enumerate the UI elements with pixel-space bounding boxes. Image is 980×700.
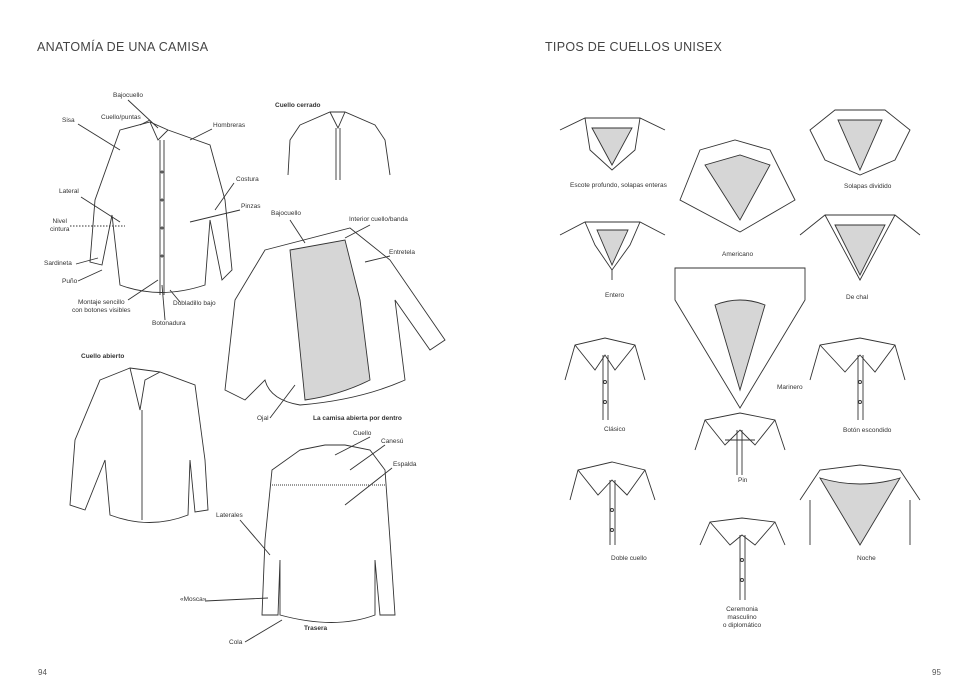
label-clasico: Clásico bbox=[604, 426, 626, 433]
label-canesu: Canesú bbox=[381, 438, 404, 445]
label-pinzas: Pinzas bbox=[241, 203, 261, 210]
collar-illustrations bbox=[559, 109, 921, 600]
label-doble: Doble cuello bbox=[611, 555, 647, 562]
label-marinero: Marinero bbox=[777, 384, 803, 391]
shirt-illustrations bbox=[69, 99, 446, 643]
label-hombreras: Hombreras bbox=[213, 122, 246, 129]
label-costura: Costura bbox=[236, 176, 259, 183]
label-entero: Entero bbox=[605, 292, 625, 299]
label-bajocuello-open: Bajocuello bbox=[271, 210, 301, 217]
label-chal: De chal bbox=[846, 294, 869, 301]
left-page: ANATOMÍA DE UNA CAMISA Bajocuello Sisa C… bbox=[37, 40, 446, 677]
label-americano: Americano bbox=[722, 251, 754, 258]
label-espalda: Espalda bbox=[393, 461, 417, 468]
caption-open-shirt: La camisa abierta por dentro bbox=[313, 415, 402, 422]
label-ojal: Ojal bbox=[257, 415, 269, 422]
label-entretela: Entretela bbox=[389, 249, 416, 256]
label-mosca: «Mosca» bbox=[180, 596, 207, 603]
label-botonadura: Botonadura bbox=[152, 320, 186, 327]
label-cuello: Cuello bbox=[353, 430, 372, 437]
label-bajocuello: Bajocuello bbox=[113, 92, 143, 99]
label-cuello-puntas: Cuello/puntas bbox=[101, 114, 141, 121]
page-title: ANATOMÍA DE UNA CAMISA bbox=[37, 40, 209, 54]
ceremonia-collar-drawing bbox=[699, 517, 786, 600]
page-number: 95 bbox=[932, 668, 941, 677]
back-shirt-drawing bbox=[204, 436, 396, 643]
label-puno: Puño bbox=[62, 278, 78, 285]
page-title: TIPOS DE CUELLOS UNISEX bbox=[545, 40, 723, 54]
label-pin: Pin bbox=[738, 477, 748, 484]
label-dobladillo: Dobladillo bajo bbox=[173, 300, 216, 307]
label-interior: Interior cuello/banda bbox=[349, 216, 408, 223]
front-shirt-drawing bbox=[70, 99, 241, 321]
label-sisa: Sisa bbox=[62, 117, 75, 124]
label-sardineta: Sardineta bbox=[44, 260, 72, 267]
label-cola: Cola bbox=[229, 639, 243, 646]
right-page: TIPOS DE CUELLOS UNISEX Escote profundo,… bbox=[490, 0, 980, 700]
boton-escondido-collar-drawing bbox=[809, 337, 906, 420]
open-collar-shirt-drawing bbox=[69, 367, 209, 523]
caption-cuello-abierto: Cuello abierto bbox=[81, 353, 125, 360]
label-laterales: Laterales bbox=[216, 512, 243, 519]
noche-collar-drawing bbox=[799, 464, 921, 546]
closed-collar-drawing bbox=[287, 111, 391, 180]
label-escote: Escote profundo, solapas enteras bbox=[570, 182, 667, 189]
clasico-collar-drawing bbox=[564, 337, 646, 420]
open-shirt-drawing bbox=[224, 219, 446, 419]
caption-cuello-cerrado: Cuello cerrado bbox=[275, 102, 321, 109]
pin-collar-drawing bbox=[694, 412, 786, 475]
label-boton-escondido: Botón escondido bbox=[843, 427, 892, 434]
label-solapas: Solapas dividido bbox=[844, 183, 892, 190]
page-number: 94 bbox=[38, 668, 47, 677]
caption-trasera: Trasera bbox=[304, 625, 328, 632]
label-noche: Noche bbox=[857, 555, 876, 562]
doble-collar-drawing bbox=[569, 461, 656, 545]
label-lateral: Lateral bbox=[59, 188, 79, 195]
